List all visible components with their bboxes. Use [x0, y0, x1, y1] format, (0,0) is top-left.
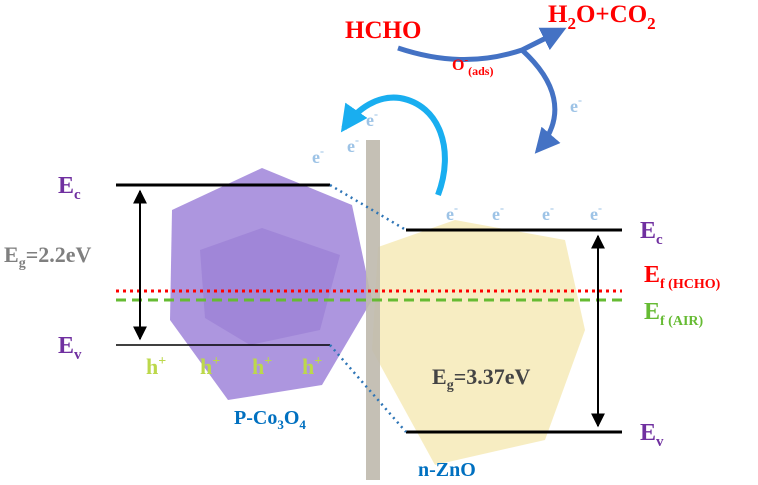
zno-ev-label: Ev: [640, 420, 664, 450]
electron-zno-2: e-: [492, 201, 504, 224]
electron-transfer: e-: [366, 107, 378, 130]
zno-hexagon: [372, 220, 585, 465]
electron-zno-4: e-: [590, 201, 602, 224]
zno-material-label: n-ZnO: [418, 459, 476, 481]
holes: h+ h+ h+ h+: [146, 354, 322, 379]
electron-co3o4-1: e-: [312, 144, 324, 167]
electron-reaction: e-: [570, 93, 582, 116]
co3o4-hexagon: [170, 168, 372, 400]
co3o4-ev-label: Ev: [58, 333, 82, 363]
hole-4: h+: [302, 354, 322, 379]
electron-transfer-arrow: [340, 94, 448, 197]
fermi-level-air-label: Ef (AIR): [644, 299, 704, 329]
hole-2: h+: [200, 354, 220, 379]
conduction-band-bending-connector: [329, 183, 407, 232]
zno-band-gap-label: Eg=3.37eV: [432, 364, 530, 393]
electron-zno-3: e-: [542, 201, 554, 224]
products-label: H2O+CO2: [548, 1, 656, 33]
electron-co3o4-2: e-: [347, 133, 359, 156]
co3o4-ec-label: Ec: [58, 173, 81, 203]
adsorbed-oxygen-label: O-(ads): [452, 54, 493, 78]
reaction-arrow-in: [397, 27, 567, 62]
interface-bar: [366, 140, 380, 480]
reactant-label: HCHO: [345, 17, 421, 44]
co3o4-hexagon-inner-facet: [200, 228, 340, 345]
fermi-level-hcho-label: Ef (HCHO): [644, 262, 721, 292]
valence-band-bending-connector: [329, 344, 407, 433]
co3o4-material-label: P-Co3O4: [234, 407, 306, 432]
co3o4-band-gap-label: Eg=2.2eV: [4, 242, 91, 271]
hole-3: h+: [252, 354, 272, 379]
reaction-arrow-out: [520, 48, 561, 154]
electrons: e- e- e- e- e- e- e- e-: [312, 93, 602, 224]
electron-zno-1: e-: [446, 201, 458, 224]
hole-1: h+: [146, 354, 166, 379]
zno-ec-label: Ec: [640, 218, 663, 248]
